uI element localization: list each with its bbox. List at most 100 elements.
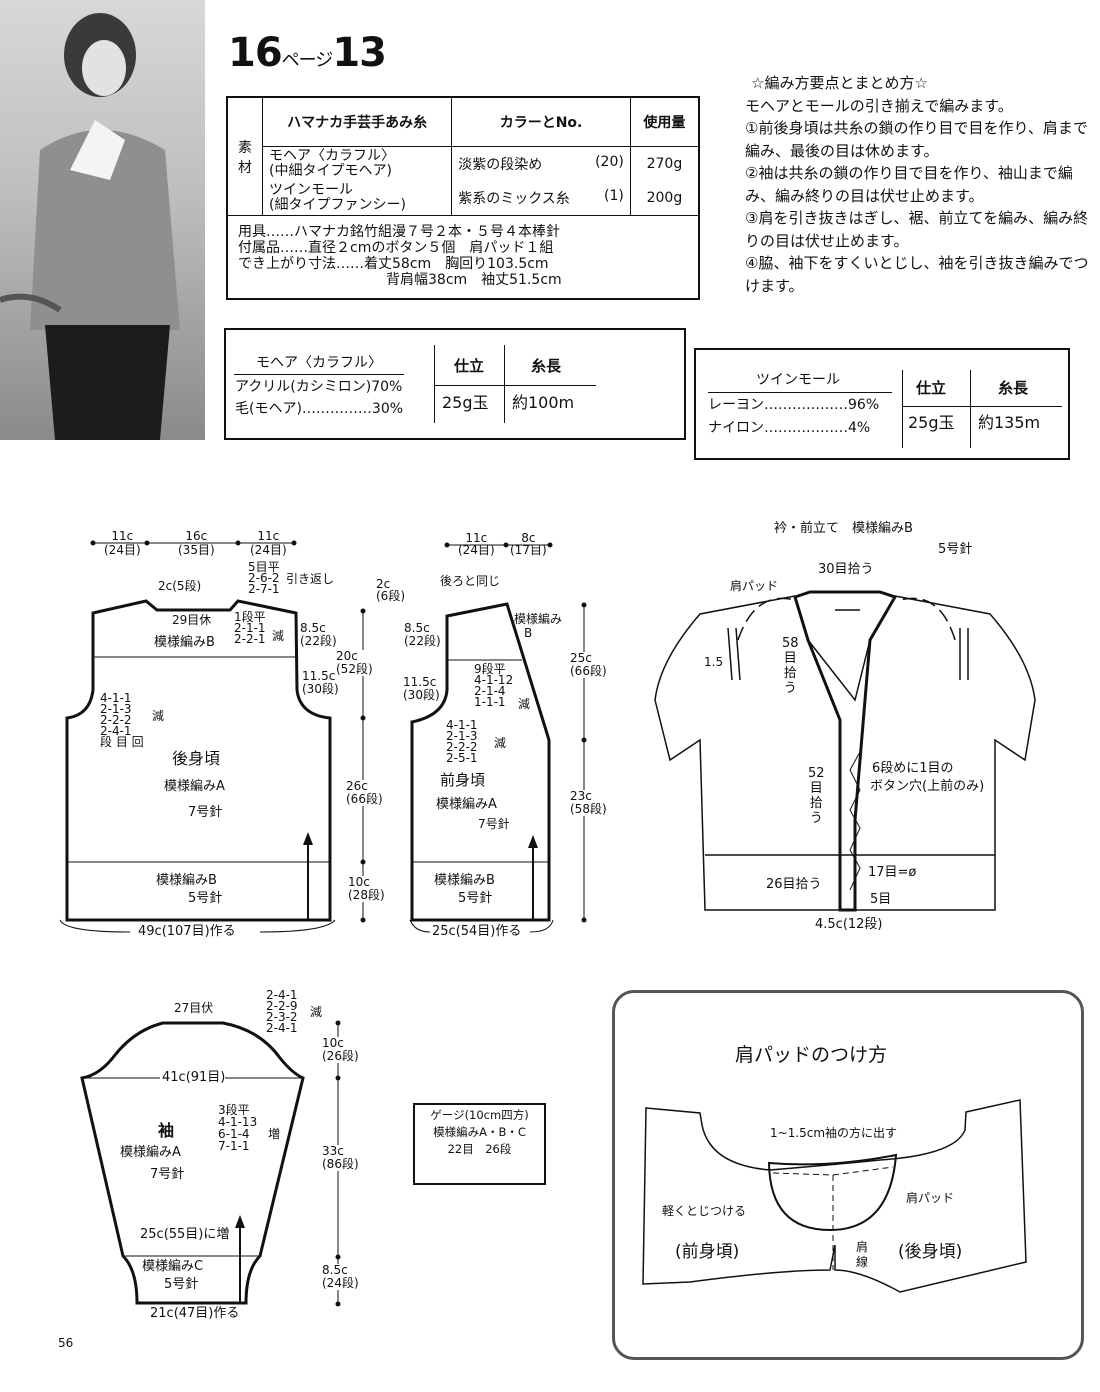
cuff-height: 8.5c(24段) [322,1263,359,1290]
instruction-line: モヘアとモールの引き揃えで編みます。 [745,96,1013,115]
shoulder-pad-illustration [642,1099,1027,1293]
twin-spec-box: ツインモール レーヨン………………96% ナイロン………………4% 仕立 糸長 … [694,348,1070,460]
sleeve-needle: 7号針 [150,1167,185,1182]
increase-label: 増 [268,1127,281,1141]
front-needle: 7号針 [478,817,510,831]
same-as-back-note: 後ろと同じ [440,574,501,588]
stitch-17: 17目=ø [868,865,917,880]
page-number: 56 [58,1336,74,1350]
page-title: 16ページ13 [228,30,387,76]
back-needle: 7号針 [188,805,223,820]
col-color: カラーとNo. [451,96,631,147]
instruction-line: ①前後身頃は共糸の鎖の作り目で目を作り、肩まで編み、最後の目は休めます。 [745,119,1088,160]
sleeve-height: 33c(86段) [322,1144,359,1171]
gauge-box: ゲージ(10cm四方) 模様編みA・B・C 22目 26段 [413,1103,546,1185]
size-text: でき上がり寸法……着丈58cm 胸回り103.5cm [238,256,549,272]
front-body-title: 前身頃 [440,771,486,789]
front-yoke-height: 8.5c(22段) [404,621,441,648]
front-body-height: 23c(58段) [570,789,607,816]
short-row-note: 引き返し [286,572,335,586]
back-width-label: 11c(24目) [104,529,141,557]
front-pattern: 模様編みA [436,797,497,812]
back-neck-rest: 29目休 [172,613,212,627]
front-width-label: 11c(24目) [458,531,495,557]
table-row: ツインモール(細タイプファンシー) 紫系のミックス糸(1) 200g [227,181,700,216]
back-neck-depth: 2c(5段) [158,579,202,593]
front-body-outline [409,602,554,933]
back-hem-needle: 5号針 [188,891,223,906]
shoulder-pad-howto-box [612,990,1084,1360]
back-armhole-height: 11.5c(30段) [302,669,339,696]
col-yarn: ハマナカ手芸手あみ糸 [261,96,453,147]
hem-height: 10c(28段) [348,875,385,902]
neck-height: 2c(6段) [376,577,405,603]
instruction-line: ③肩を引き抜きはぎし、裾、前立てを編み、編み終りの目は伏せ止めます。 [745,209,1089,250]
band-width: 4.5c(12段) [815,917,883,932]
sleeve-title: 袖 [158,1121,175,1140]
front-body-label: (前身頃) [675,1242,740,1262]
sleeve-cast-on: 21c(47目)作る [150,1306,240,1321]
notions-text: 付属品……直径２cmのボタン５個 肩パッド１組 [238,240,554,256]
pad-howto-title: 肩パッドのつけ方 [735,1044,888,1066]
materials-row-label: 素材 [226,96,263,216]
back-width-label: 11c(24目) [250,529,287,557]
buttonhole-note-2: ボタン穴(上前のみ) [870,779,985,794]
pad-offset-note: 1~1.5cm袖の方に出す [770,1126,898,1140]
body-height: 26c(66段) [346,779,383,806]
back-width-dimension [90,540,297,546]
decrease-label: 減 [152,709,165,723]
tack-label: 軽くとじつける [662,1204,747,1218]
back-body-outline [59,599,336,933]
materials-table: 素材 ハマナカ手芸手あみ糸 カラーとNo. 使用量 モヘア〈カラフル〉(中細タイ… [226,96,700,300]
shoulder-pad-label: 肩パッド [730,579,779,593]
front-cast-on: 25c(54目)作る [432,924,522,939]
back-yoke-height: 8.5c(22段) [300,621,337,648]
back-hem-pattern: 模様編みB [156,873,217,888]
band-title: 衿・前立て 模様編みB [774,521,913,536]
decrease-label: 減 [310,1005,323,1019]
table-row: モヘア〈カラフル〉(中細タイプモヘア) 淡紫の段染め(20) 270g [227,146,700,181]
instruction-line: ②袖は共糸の鎖の作り目で目を作り、袖山まで編み、編み終りの目は伏せ止めます。 [745,164,1073,205]
cuff-needle: 5号針 [164,1277,199,1292]
pad-width: 1.5 [704,655,724,669]
instructions-title: ☆編み方要点とまとめ方☆ [751,74,928,92]
buttonhole-note: 6段めに1目の [872,761,954,776]
cuff-width: 25c(55目)に増 [140,1227,230,1242]
shoulder-line-label: 肩線 [856,1240,869,1269]
front-width-label: 8c(17目) [510,531,547,557]
back-yoke-pattern: 模様編みB [154,635,215,650]
mohair-spec-box: モヘア〈カラフル〉 アクリル(カシミロン)70% 毛(モヘア)……………30% … [224,328,686,440]
sleeve-bind-off: 27目伏 [174,1001,214,1015]
sleeve-width: 41c(91目) [162,1070,226,1085]
sleeve-pattern: 模様編みA [120,1145,181,1160]
tools-text: 用具……ハマナカ銘竹組漫７号２本・５号４本棒針 [238,224,560,240]
decrease-label: 減 [518,697,531,711]
instruction-line: ④脇、袖下をすくいとじし、袖を引き抜き編みでつけます。 [745,254,1089,295]
front-armhole-height: 11.5c(30段) [403,675,440,702]
stitch-5: 5目 [870,892,892,907]
back-pattern: 模様編みA [164,779,225,794]
band-needle: 5号針 [938,542,973,557]
front-hem-needle: 5号針 [458,891,493,906]
band-pick-26: 26目拾う [766,877,822,892]
model-photo [0,0,205,440]
pad-label: 肩パッド [906,1191,955,1205]
back-width-label: 16c(35目) [178,529,215,557]
back-body-title: 後身頃 [172,749,221,768]
cardigan-assembly-outline [654,590,1036,912]
instructions: ☆編み方要点とまとめ方☆ モヘアとモールの引き揃えで編みます。 ①前後身頃は共糸… [745,72,1090,297]
cuff-pattern: 模様編みC [142,1259,204,1274]
size-text-2: 背肩幅38cm 袖丈51.5cm [386,272,562,288]
decrease-label: 減 [494,736,507,750]
decrease-label: 減 [272,629,285,643]
